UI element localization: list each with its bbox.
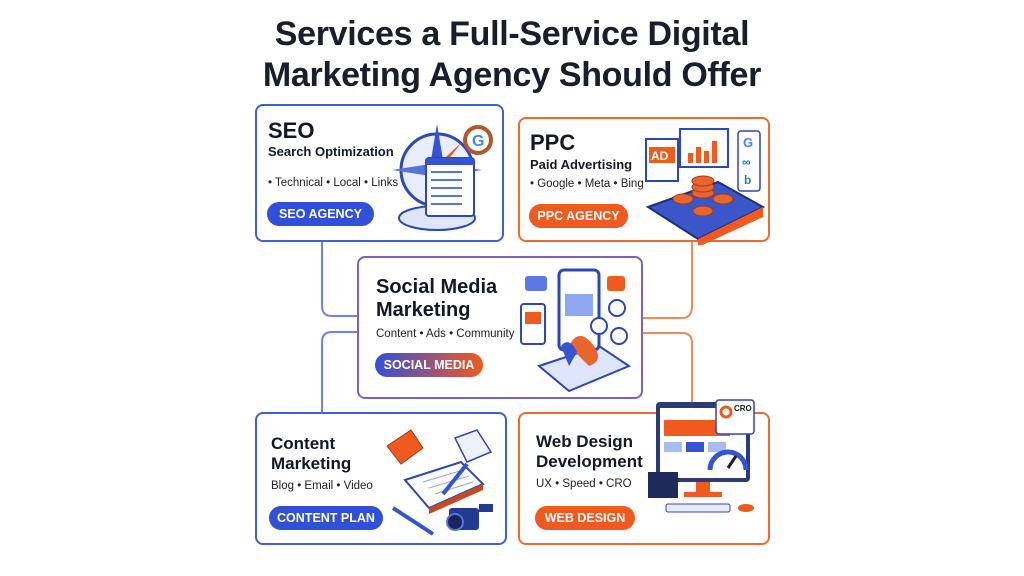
notepad-envelope-camera-icon bbox=[386, 429, 493, 536]
seo-heading: SEO bbox=[268, 118, 315, 143]
ppc-card: PPC Paid Advertising • Google • Meta • B… bbox=[518, 117, 770, 245]
ppc-heading: PPC bbox=[530, 130, 576, 155]
cro-label: CRO bbox=[734, 404, 752, 413]
svg-text:∞: ∞ bbox=[742, 155, 751, 169]
content-plan-button[interactable]: CONTENT PLAN bbox=[269, 506, 383, 530]
seo-features: • Technical • Local • Links bbox=[268, 177, 399, 189]
compass-icon: G bbox=[392, 124, 493, 231]
web-features: UX • Speed • CRO bbox=[536, 478, 632, 490]
ad-dashboard-icon: G ∞ b bbox=[645, 128, 766, 245]
ppc-subheading: Paid Advertising bbox=[530, 157, 633, 172]
social-phone-icon bbox=[520, 268, 632, 393]
page-title: Services a Full-Service Digital Marketin… bbox=[0, 14, 1024, 96]
social-heading-line-1: Social Media bbox=[376, 276, 498, 298]
content-heading-line-1: Content bbox=[271, 434, 336, 453]
google-icon: G bbox=[472, 133, 484, 150]
web-heading-line-1: Web Design bbox=[536, 432, 633, 451]
ppc-features: • Google • Meta • Bing bbox=[530, 178, 644, 190]
web-heading-line-2: Development bbox=[536, 452, 643, 471]
title-line-2: Marketing Agency Should Offer bbox=[262, 56, 762, 94]
monitor-icon bbox=[648, 399, 755, 513]
content-marketing-card: Content Marketing Blog • Email • Video C… bbox=[255, 412, 507, 545]
content-heading-line-2: Marketing bbox=[271, 454, 352, 473]
social-heading-line-2: Marketing bbox=[376, 299, 471, 321]
title-line-1: Services a Full-Service Digital bbox=[274, 15, 750, 53]
svg-text:G: G bbox=[743, 135, 753, 150]
social-media-card: Social Media Marketing Content • Ads • C… bbox=[357, 256, 643, 399]
social-media-button[interactable]: SOCIAL MEDIA bbox=[375, 353, 483, 377]
ad-label: AD bbox=[651, 149, 669, 163]
seo-card: SEO Search Optimization • Technical • Lo… bbox=[255, 104, 504, 242]
web-design-button[interactable]: WEB DESIGN bbox=[535, 506, 635, 530]
social-features: Content • Ads • Community bbox=[376, 328, 515, 340]
svg-text:b: b bbox=[744, 173, 751, 187]
ppc-agency-button[interactable]: PPC AGENCY bbox=[529, 204, 628, 228]
seo-agency-button[interactable]: SEO AGENCY bbox=[267, 202, 374, 226]
seo-subheading: Search Optimization bbox=[268, 144, 394, 159]
content-features: Blog • Email • Video bbox=[271, 480, 373, 492]
